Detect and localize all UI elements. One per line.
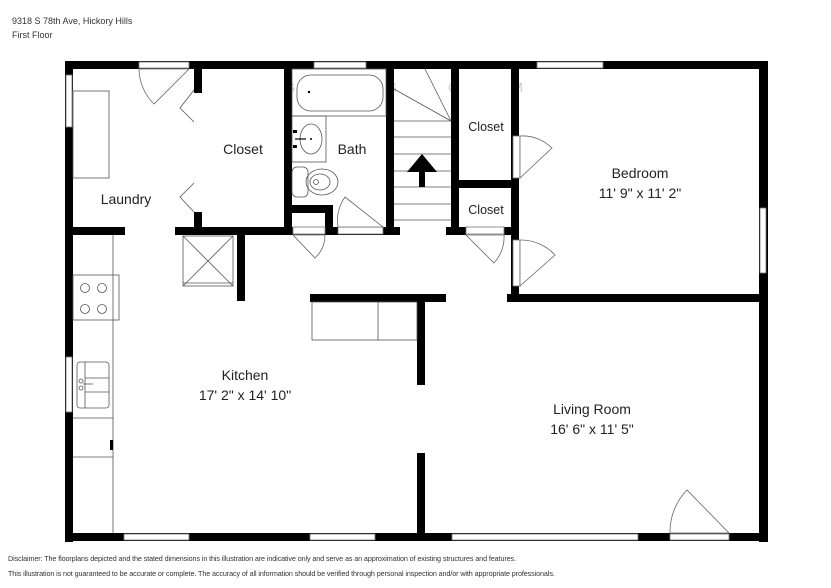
room-name: Bedroom — [612, 165, 669, 181]
room-name: Living Room — [553, 401, 631, 417]
arrow-up-icon — [407, 154, 437, 187]
peninsula-counter — [311, 301, 418, 341]
property-address: 9318 S 78th Ave, Hickory Hills — [12, 16, 133, 26]
room-bedroom: Bedroom 11' 9" x 11' 2" — [599, 165, 682, 201]
kitchen-counter — [73, 235, 114, 533]
laundry-counter — [72, 90, 110, 179]
watermark: E G S C M — [194, 80, 523, 95]
bathroom-sink-icon — [291, 115, 327, 163]
room-dimensions: 17' 2" x 14' 10" — [199, 387, 291, 403]
room-living-room: Living Room 16' 6" x 11' 5" — [550, 401, 634, 437]
bathtub-icon — [291, 68, 387, 117]
room-kitchen: Kitchen 17' 2" x 14' 10" — [199, 367, 291, 403]
doors — [138, 68, 730, 534]
room-name: Closet — [223, 141, 263, 157]
room-closet-lower: Closet — [468, 203, 504, 217]
room-laundry: Laundry — [101, 191, 152, 207]
utility-box — [182, 235, 234, 287]
room-closet-upper: Closet — [468, 120, 504, 134]
stove-icon — [72, 274, 120, 321]
windows — [65, 61, 767, 541]
disclaimer: Disclaimer: The floorplans depicted and … — [8, 551, 555, 581]
disclaimer-line-1: Disclaimer: The floorplans depicted and … — [8, 554, 516, 563]
room-name: Closet — [468, 203, 504, 217]
room-dimensions: 11' 9" x 11' 2" — [599, 185, 682, 201]
room-name: Kitchen — [222, 367, 269, 383]
floor-label: First Floor — [12, 30, 53, 40]
room-name: Closet — [468, 120, 504, 134]
disclaimer-line-2: This illustration is not guaranteed to b… — [8, 569, 555, 578]
room-name: Laundry — [101, 191, 152, 207]
room-name: Bath — [338, 141, 367, 157]
kitchen-sink-icon — [76, 361, 110, 409]
room-bath: Bath — [338, 141, 367, 157]
room-dimensions: 16' 6" x 11' 5" — [550, 421, 634, 437]
toilet-icon — [291, 166, 339, 198]
staircase — [393, 68, 452, 221]
plan-header: 9318 S 78th Ave, Hickory Hills First Flo… — [12, 14, 132, 42]
room-closet-laundry: Closet — [223, 141, 263, 157]
interior-walls — [65, 69, 768, 541]
